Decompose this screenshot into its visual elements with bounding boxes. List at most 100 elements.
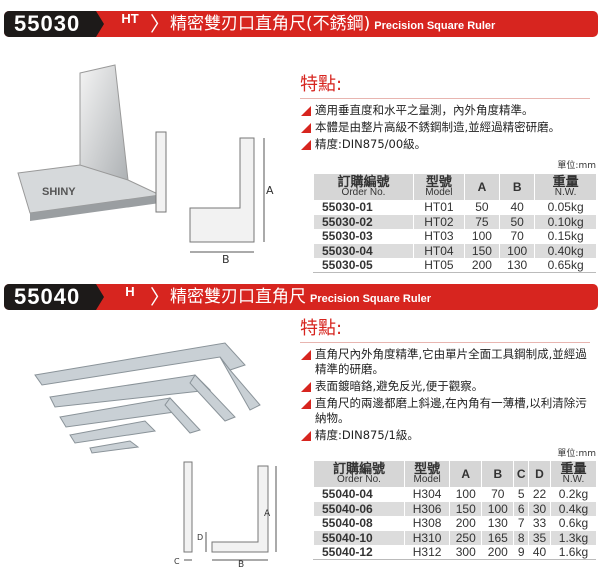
table-cell: 150 xyxy=(463,243,500,258)
order-no-cell: 55030-04 xyxy=(312,243,414,258)
dimension-label-b: B xyxy=(222,253,230,265)
table-cell: 22 xyxy=(528,487,551,502)
order-no-cell: 55040-12 xyxy=(313,545,405,560)
feature-item: 精度:DIN875/1級。 xyxy=(300,428,598,443)
table-cell: 100 xyxy=(481,501,514,516)
table-cell: 6 xyxy=(513,501,529,516)
unit-label: 單位:mm xyxy=(557,161,596,172)
order-no-cell: 55040-08 xyxy=(313,516,405,531)
table-cell: 0.15kg xyxy=(534,229,596,244)
table-cell: 0.4kg xyxy=(549,501,596,516)
table-cell: H306 xyxy=(403,501,450,516)
dimension-label-a: A xyxy=(264,509,271,519)
feature-item: 直角尺的兩邊都磨上斜邊,在內角有一薄槽,以利清除污納物。 xyxy=(300,396,598,426)
table-cell: HT03 xyxy=(413,229,465,244)
table-cell: 50 xyxy=(499,214,535,229)
table-cell: 200 xyxy=(449,516,482,531)
dimension-label-d: D xyxy=(197,533,203,542)
table-cell: 200 xyxy=(463,258,500,273)
table-cell: 100 xyxy=(449,487,482,502)
features-section: 特點: 適用垂直度和水平之量測，內外角度精準。 本體是由整片高級不銹鋼制造,並經… xyxy=(300,74,598,154)
table-cell: 75 xyxy=(463,214,500,229)
order-no-cell: 55040-04 xyxy=(313,487,405,502)
table-cell: 7 xyxy=(513,516,529,531)
series-label: HT xyxy=(121,11,139,26)
order-no-cell: 55040-10 xyxy=(313,530,405,545)
product-photo-squares-set xyxy=(34,342,261,454)
table-cell: 150 xyxy=(449,501,482,516)
table-cell: 250 xyxy=(449,530,482,545)
table-cell: 1.3kg xyxy=(549,530,596,545)
features-heading: 特點: xyxy=(300,74,590,99)
dimension-label-c: C xyxy=(174,557,180,566)
product-code: 55030 xyxy=(4,11,104,37)
table-cell: HT02 xyxy=(413,214,465,229)
table-cell: H304 xyxy=(403,487,450,502)
table-cell: 0.10kg xyxy=(534,214,596,229)
table-cell: 0.40kg xyxy=(534,243,596,258)
feature-item: 表面鍍暗鉻,避免反光,便于觀察。 xyxy=(300,379,598,394)
table-cell: 200 xyxy=(481,545,514,560)
table-cell: 70 xyxy=(499,229,535,244)
table-cell: H312 xyxy=(403,545,450,560)
table-cell: 0.2kg xyxy=(549,487,596,502)
dimension-label-a: A xyxy=(266,184,274,197)
table-cell: 50 xyxy=(463,200,500,215)
table-cell: HT01 xyxy=(413,200,465,215)
feature-item: 直角尺內外角度精準,它由單片全面工具鋼制成,並經過精準的研磨。 xyxy=(300,347,598,377)
table-cell: 0.65kg xyxy=(534,258,596,273)
order-no-cell: 55030-01 xyxy=(312,200,414,215)
table-cell: HT04 xyxy=(413,243,465,258)
table-cell: 0.05kg xyxy=(534,200,596,215)
table-cell: 165 xyxy=(481,530,514,545)
product-code: 55040 xyxy=(4,284,104,310)
table-cell: 5 xyxy=(513,487,529,502)
unit-label: 單位:mm xyxy=(557,449,596,460)
table-cell: 40 xyxy=(528,545,551,560)
table-cell: 70 xyxy=(481,487,514,502)
dimension-diagram: A B D C xyxy=(174,461,277,568)
features-section: 特點: 直角尺內外角度精準,它由單片全面工具鋼制成,並經過精準的研磨。 表面鍍暗… xyxy=(300,318,598,445)
order-no-cell: 55030-05 xyxy=(312,258,414,273)
table-cell: 30 xyxy=(528,501,551,516)
table-cell: 9 xyxy=(513,545,529,560)
feature-item: 本體是由整片高級不銹鋼制造,並經過精密研磨。 xyxy=(300,120,598,135)
table-cell: 33 xyxy=(528,516,551,531)
table-cell: 1.6kg xyxy=(549,545,596,560)
order-no-cell: 55030-02 xyxy=(312,214,414,229)
logo-text: SHINY xyxy=(42,186,76,198)
table-cell: HT05 xyxy=(413,258,465,273)
table-cell: 35 xyxy=(528,530,551,545)
order-no-cell: 55030-03 xyxy=(312,229,414,244)
table-cell: 130 xyxy=(481,516,514,531)
table-cell: 130 xyxy=(499,258,535,273)
table-cell: 100 xyxy=(499,243,535,258)
order-no-cell: 55040-06 xyxy=(313,501,405,516)
table-cell: 40 xyxy=(499,200,535,215)
chevron-icon: 〉 xyxy=(150,12,170,36)
table-cell: 100 xyxy=(463,229,500,244)
dimension-label-b: B xyxy=(238,560,244,568)
table-cell: 0.6kg xyxy=(549,516,596,531)
feature-item: 適用垂直度和水平之量測，內外角度精準。 xyxy=(300,103,598,118)
section-banner-55030: 55030 HT 〉 精密雙刃口直角尺(不銹鋼)Precision Square… xyxy=(4,11,598,37)
table-cell: 300 xyxy=(449,545,482,560)
table-cell: H308 xyxy=(403,516,450,531)
product-photo-square: SHINY xyxy=(17,64,162,221)
table-cell: 8 xyxy=(513,530,529,545)
features-heading: 特點: xyxy=(300,318,590,343)
section-title: 精密雙刃口直角尺(不銹鋼)Precision Square Ruler xyxy=(170,14,496,34)
